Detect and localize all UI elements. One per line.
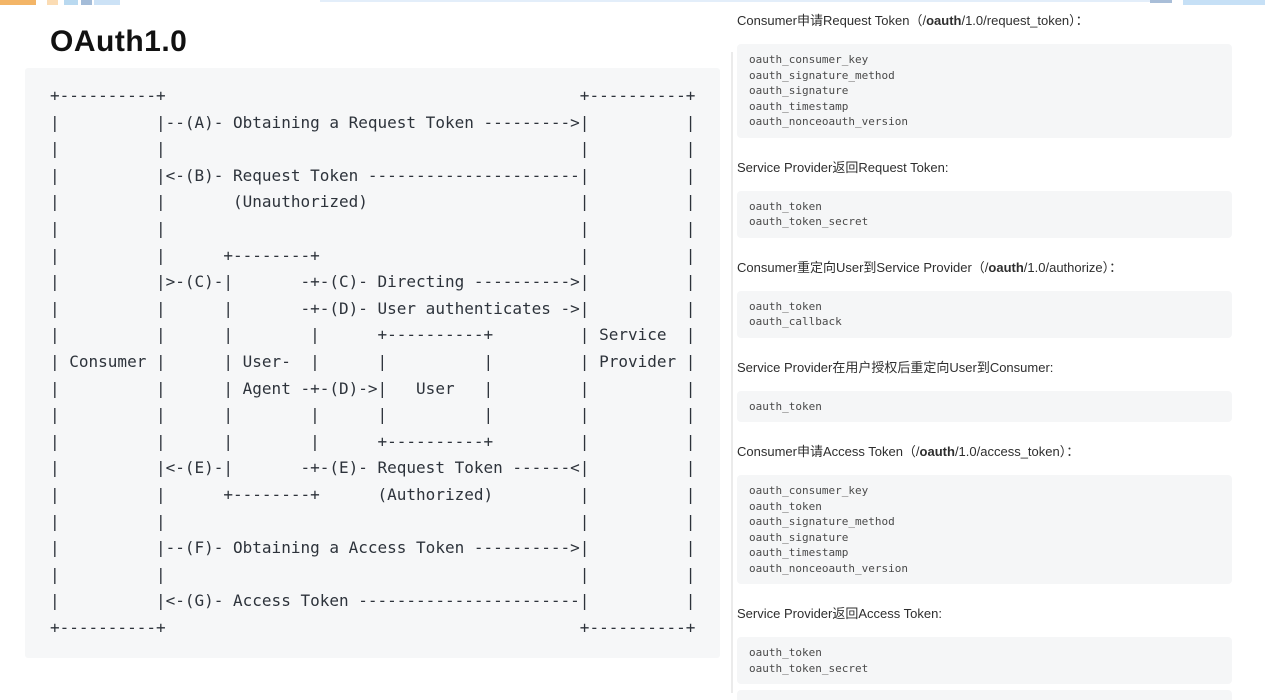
chrome-strip-segment [47,0,58,5]
heading-text: /1.0/authorize）： [1023,259,1123,275]
code-block-redirect-back-params: oauth_token [737,390,1232,422]
oauth-flow-ascii-diagram: +----------+ +----------+ | |--(A)- Obta… [50,86,696,637]
doc-sections-column: Consumer申请Request Token（/oauth/1.0/reque… [737,0,1232,700]
chrome-strip-segment [94,0,120,5]
chrome-strip-segment [1183,0,1265,5]
code-block-authorize-params: oauth_token oauth_callback [737,290,1232,338]
chrome-strip-segment [64,0,78,5]
chrome-strip-segment [0,0,36,5]
next-code-block-peek [737,690,1232,700]
section-heading-access-token: Consumer申请Access Token（/oauth/1.0/access… [737,442,1232,462]
section-heading-request-token: Consumer申请Request Token（/oauth/1.0/reque… [737,11,1232,31]
code-block-return-request-token: oauth_token oauth_token_secret [737,190,1232,238]
code-block-access-token-params: oauth_consumer_key oauth_token oauth_sig… [737,475,1232,584]
heading-text: Consumer重定向User到Service Provider（/ [737,259,989,275]
chrome-strip-segment [81,0,92,5]
page-title: OAuth1.0 [50,25,188,59]
heading-text: Service Provider在用户授权后重定向User到Consumer: [737,359,1054,375]
section-heading-redirect-back-consumer: Service Provider在用户授权后重定向User到Consumer: [737,358,1232,378]
column-separator [731,52,733,693]
code-block-request-token-params: oauth_consumer_key oauth_signature_metho… [737,44,1232,138]
section-heading-return-access-token: Service Provider返回Access Token: [737,604,1232,624]
top-edge-strip [0,0,1265,7]
heading-bold-text: oauth [988,259,1024,275]
heading-bold-text: oauth [926,13,962,28]
heading-text: /1.0/access_token）： [954,444,1080,459]
heading-text: /1.0/request_token）： [961,13,1089,28]
section-heading-return-request-token: Service Provider返回Request Token: [737,158,1232,178]
heading-text: Service Provider返回Access Token: [737,606,942,621]
oauth-flow-diagram-panel: +----------+ +----------+ | |--(A)- Obta… [25,68,720,658]
chrome-strip-segment [1150,0,1172,3]
chrome-strip-segment [320,0,1150,2]
heading-bold-text: oauth [919,444,955,459]
heading-text: Consumer申请Access Token（/ [737,444,920,459]
heading-text: Service Provider返回Request Token: [737,159,949,175]
heading-text: Consumer申请Request Token（/ [737,13,927,28]
section-heading-authorize-redirect: Consumer重定向User到Service Provider（/oauth/… [737,258,1232,278]
code-block-return-access-token: oauth_token oauth_token_secret [737,637,1232,684]
